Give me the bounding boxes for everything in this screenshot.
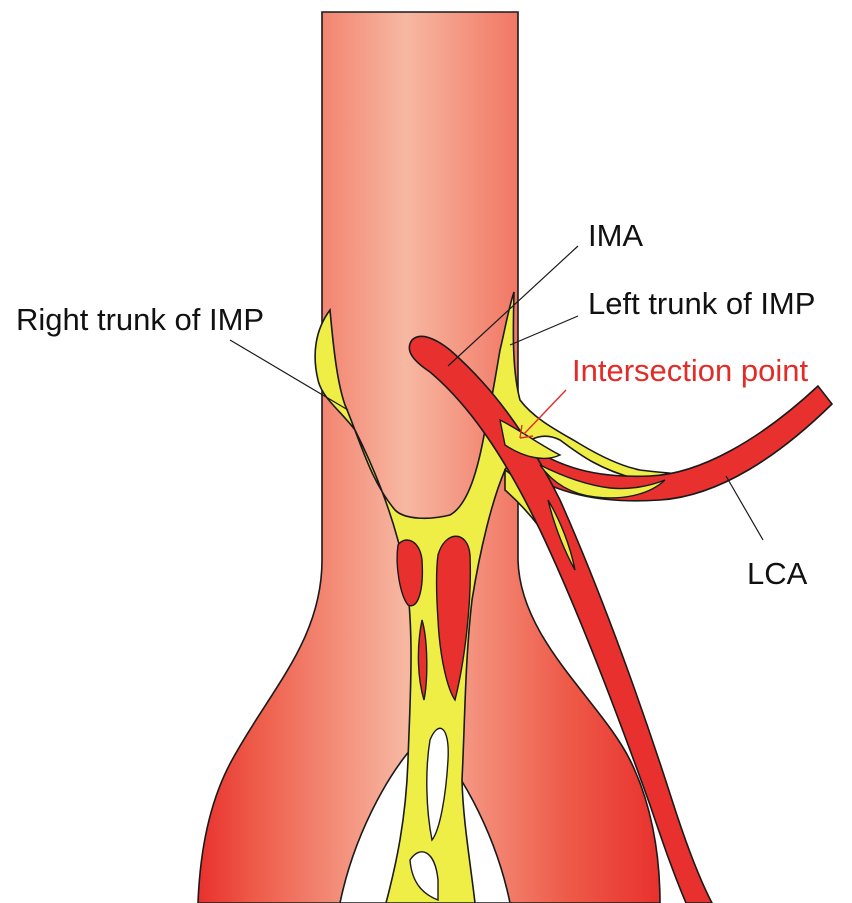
label-intersection-point: Intersection point <box>572 353 808 388</box>
leader-line-lca <box>726 476 763 540</box>
label-lca: LCA <box>747 556 808 591</box>
label-right-trunk: Right trunk of IMP <box>16 302 264 337</box>
label-left-trunk: Left trunk of IMP <box>588 286 815 321</box>
label-ima: IMA <box>588 218 643 253</box>
leader-line-left-trunk <box>510 316 578 345</box>
